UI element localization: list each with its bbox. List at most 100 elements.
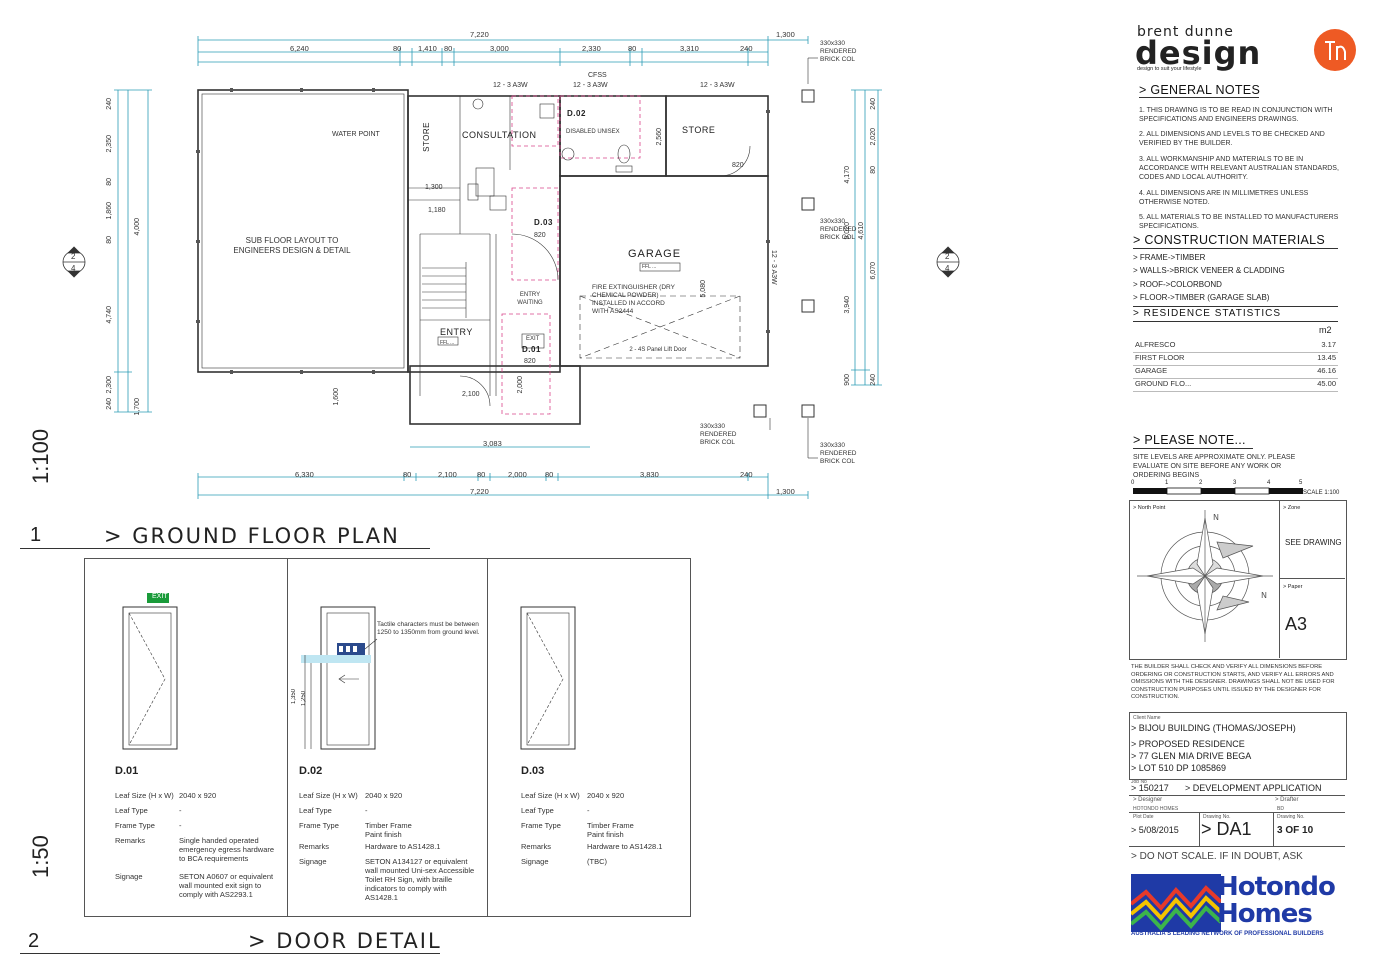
label-col-tr: 330x330 RENDERED BRICK COL [820,40,857,63]
label-fire-extinguisher: FIRE EXTINGUISHER (DRY CHEMICAL POWDER) … [592,284,675,315]
row-label: Leaf Type [115,806,148,815]
dim-left: 1,860 [106,202,113,220]
job-heading: Job No [1131,779,1147,785]
label-1600: 1,600 [333,388,340,406]
scale-label-1: 1:100 [28,428,53,484]
row-label: Leaf Type [299,806,332,815]
label-5080: 5,080 [700,280,707,298]
d03-leaf-size: 2040 x 920 [587,791,625,800]
svg-text:N: N [1213,513,1219,522]
door-title-d02: D.02 [299,765,323,777]
tag-d02: D.02 [567,109,586,118]
dim-overhang-bottom: 1,300 [776,487,795,496]
view-number-2: 2 [28,930,40,952]
dim-top-seg: 3,000 [490,44,509,53]
dim-bottom-seg: 80 [545,470,554,479]
drawing-number: > DA1 [1201,819,1252,839]
tag-d01: D.01 [522,345,541,354]
d02-leaf-size: 2040 x 920 [365,791,403,800]
general-notes-heading: > GENERAL NOTES [1139,83,1261,97]
label-820-2: 820 [534,232,546,239]
dim-right: 80 [870,166,877,174]
ground-floor-plan [62,36,960,499]
dim-bottom-seg: 240 [740,470,753,479]
dim-left: 240 [106,98,113,110]
door-schedule: EXIT Tactile characters must be between … [84,558,691,917]
label-garage-door: 2 - 4S Panel Lift Door [629,347,687,353]
row-label: Frame Type [521,821,561,830]
label-exit-plan: EXIT [526,336,540,342]
row-label: Leaf Size (H x W) [115,791,174,800]
label-water-point: WATER POINT [332,131,380,138]
row-label: Remarks [115,836,146,845]
scale-tick: 5 [1299,480,1303,486]
do-not-scale: > DO NOT SCALE. IF IN DOUBT, ASK [1131,851,1303,862]
dim-right: 240 [870,374,877,386]
dim-right: 240 [870,98,877,110]
dim-bottom-seg: 80 [403,470,412,479]
stage: > DEVELOPMENT APPLICATION [1185,783,1322,793]
dim-top-seg: 80 [628,44,637,53]
zone-label: > Zone [1283,505,1301,511]
divider [1133,321,1338,322]
d01-remarks: Single handed operated emergency egress … [179,836,275,863]
clearance-zones [501,95,641,415]
section-left-bottom: 4 [71,264,76,273]
drafter-value: BD [1277,806,1284,812]
label-disabled: DISABLED UNISEX [566,129,620,135]
divider [1129,795,1345,796]
stat-value: 13.45 [1317,353,1336,362]
builder-note: THE BUILDER SHALL CHECK AND VERIFY ALL D… [1131,664,1335,700]
dim-left: 240 [106,398,113,410]
row-label: Leaf Type [521,806,554,815]
note-5: 5. ALL MATERIALS TO BE INSTALLED TO MANU… [1139,214,1339,230]
dim-right: 900 [844,374,851,386]
dim-overall-bottom: 7,220 [470,487,489,496]
north-point-box [1129,500,1347,660]
divider [1133,248,1338,249]
label-col-mr: 330x330 RENDERED BRICK COL [820,218,857,241]
dim-top-seg: 6,240 [290,44,309,53]
dim-right: 4,170 [844,166,851,184]
brand-logo-icon [1314,29,1356,71]
plot-date: > 5/08/2015 [1131,825,1179,835]
dim-left: 4,740 [106,306,113,324]
stat-label: GARAGE [1135,366,1168,375]
label-1300: 1,300 [425,184,443,191]
hotondo-name-1: Hotondo [1217,872,1336,902]
dim-right: 3,940 [844,296,851,314]
d01-leaf-type: - [179,806,182,815]
material-frame: > FRAME->TIMBER [1133,253,1206,262]
material-roof: > ROOF->COLORBOND [1133,280,1222,289]
dim-left: 2,300 [106,376,113,394]
brand-top: brent dunne [1137,24,1234,40]
dimension-lines [117,39,879,496]
dim-1350: 1,350 [291,689,297,705]
door-column-d02 [287,559,488,916]
project-line: > 77 GLEN MIA DRIVE BEGA [1131,751,1252,761]
dim-1250: 1,250 [301,691,307,707]
divider [1129,846,1345,847]
d02-remarks: Hardware to AS1428.1 [365,842,441,851]
row-label: Signage [299,857,327,866]
dim-left: 80 [106,178,113,186]
label-garage-ffl: FFL ... [642,264,657,270]
sheet-heading: Drawing No. [1277,814,1305,820]
label-820-1: 820 [732,162,744,169]
dim-left: 2,350 [106,135,113,153]
title-ground-floor-plan: > GROUND FLOOR PLAN [104,524,400,548]
brand-main: design [1135,34,1262,72]
divider [1199,812,1200,846]
hotondo-name-2: Homes [1217,899,1313,929]
brick-columns [753,89,815,418]
brand-tagline: design to suit your lifestyle [1137,66,1202,72]
d01-signage: SETON A0607 or equivalent wall mounted e… [179,872,274,899]
dim-overhang-top: 1,300 [776,30,795,39]
label-col-bl: 330x330 RENDERED BRICK COL [700,423,737,446]
dim-left: 4,000 [134,218,141,236]
d03-frame-type: Timber Frame Paint finish [587,821,634,839]
date-heading: Plot Date [1133,814,1154,820]
view-number-1: 1 [30,524,42,546]
dim-left: 80 [106,236,113,244]
